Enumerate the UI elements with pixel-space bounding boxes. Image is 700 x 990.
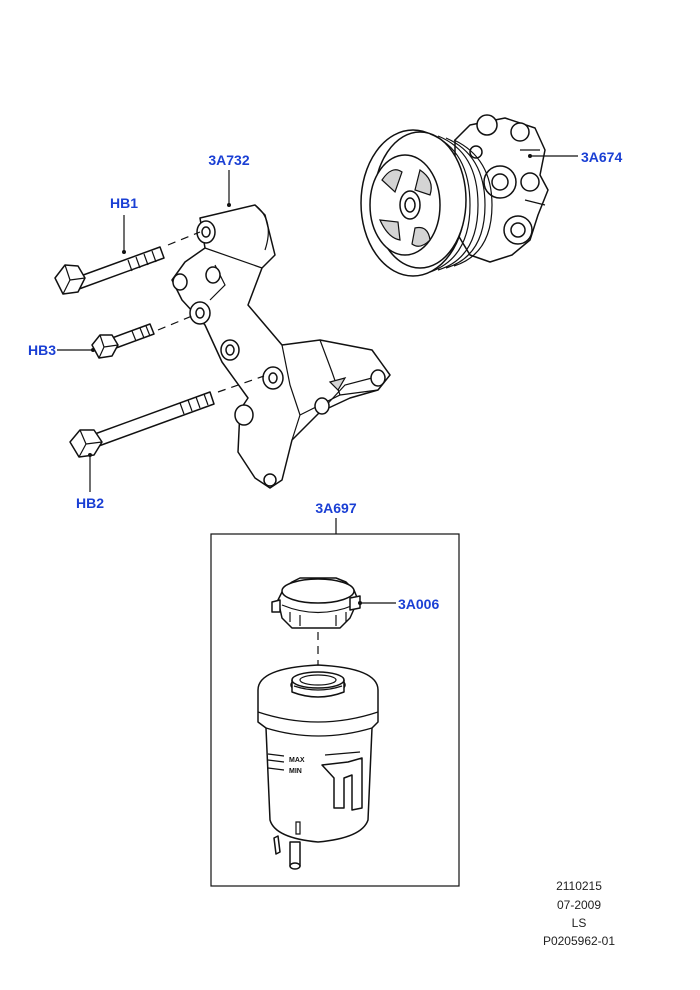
label-hb3: HB3 <box>28 342 56 358</box>
label-hb1: HB1 <box>110 195 138 211</box>
bolt-hb2 <box>69 375 265 492</box>
max-mark: MAX <box>289 757 305 764</box>
meta-line-2: 07-2009 <box>556 898 602 912</box>
bolt-hb1 <box>54 215 201 295</box>
kit-frame <box>210 533 460 887</box>
pump-assembly <box>360 114 578 277</box>
meta-line-1: 2110215 <box>556 879 602 893</box>
label-hb2: HB2 <box>76 495 104 511</box>
reservoir-kit: MAX MIN <box>210 518 460 887</box>
reservoir-cap <box>271 577 396 629</box>
bolt-hb3 <box>57 315 193 359</box>
min-mark: MIN <box>289 768 302 775</box>
label-pump: 3A674 <box>581 149 622 165</box>
bracket-assembly <box>171 170 391 489</box>
meta-line-3: LS <box>571 916 587 930</box>
reservoir-body: MAX MIN <box>257 664 379 870</box>
meta-line-4: P0205962-01 <box>542 934 616 948</box>
label-bracket: 3A732 <box>208 152 249 168</box>
label-reservoir-kit: 3A697 <box>315 500 356 516</box>
label-cap: 3A006 <box>398 596 439 612</box>
